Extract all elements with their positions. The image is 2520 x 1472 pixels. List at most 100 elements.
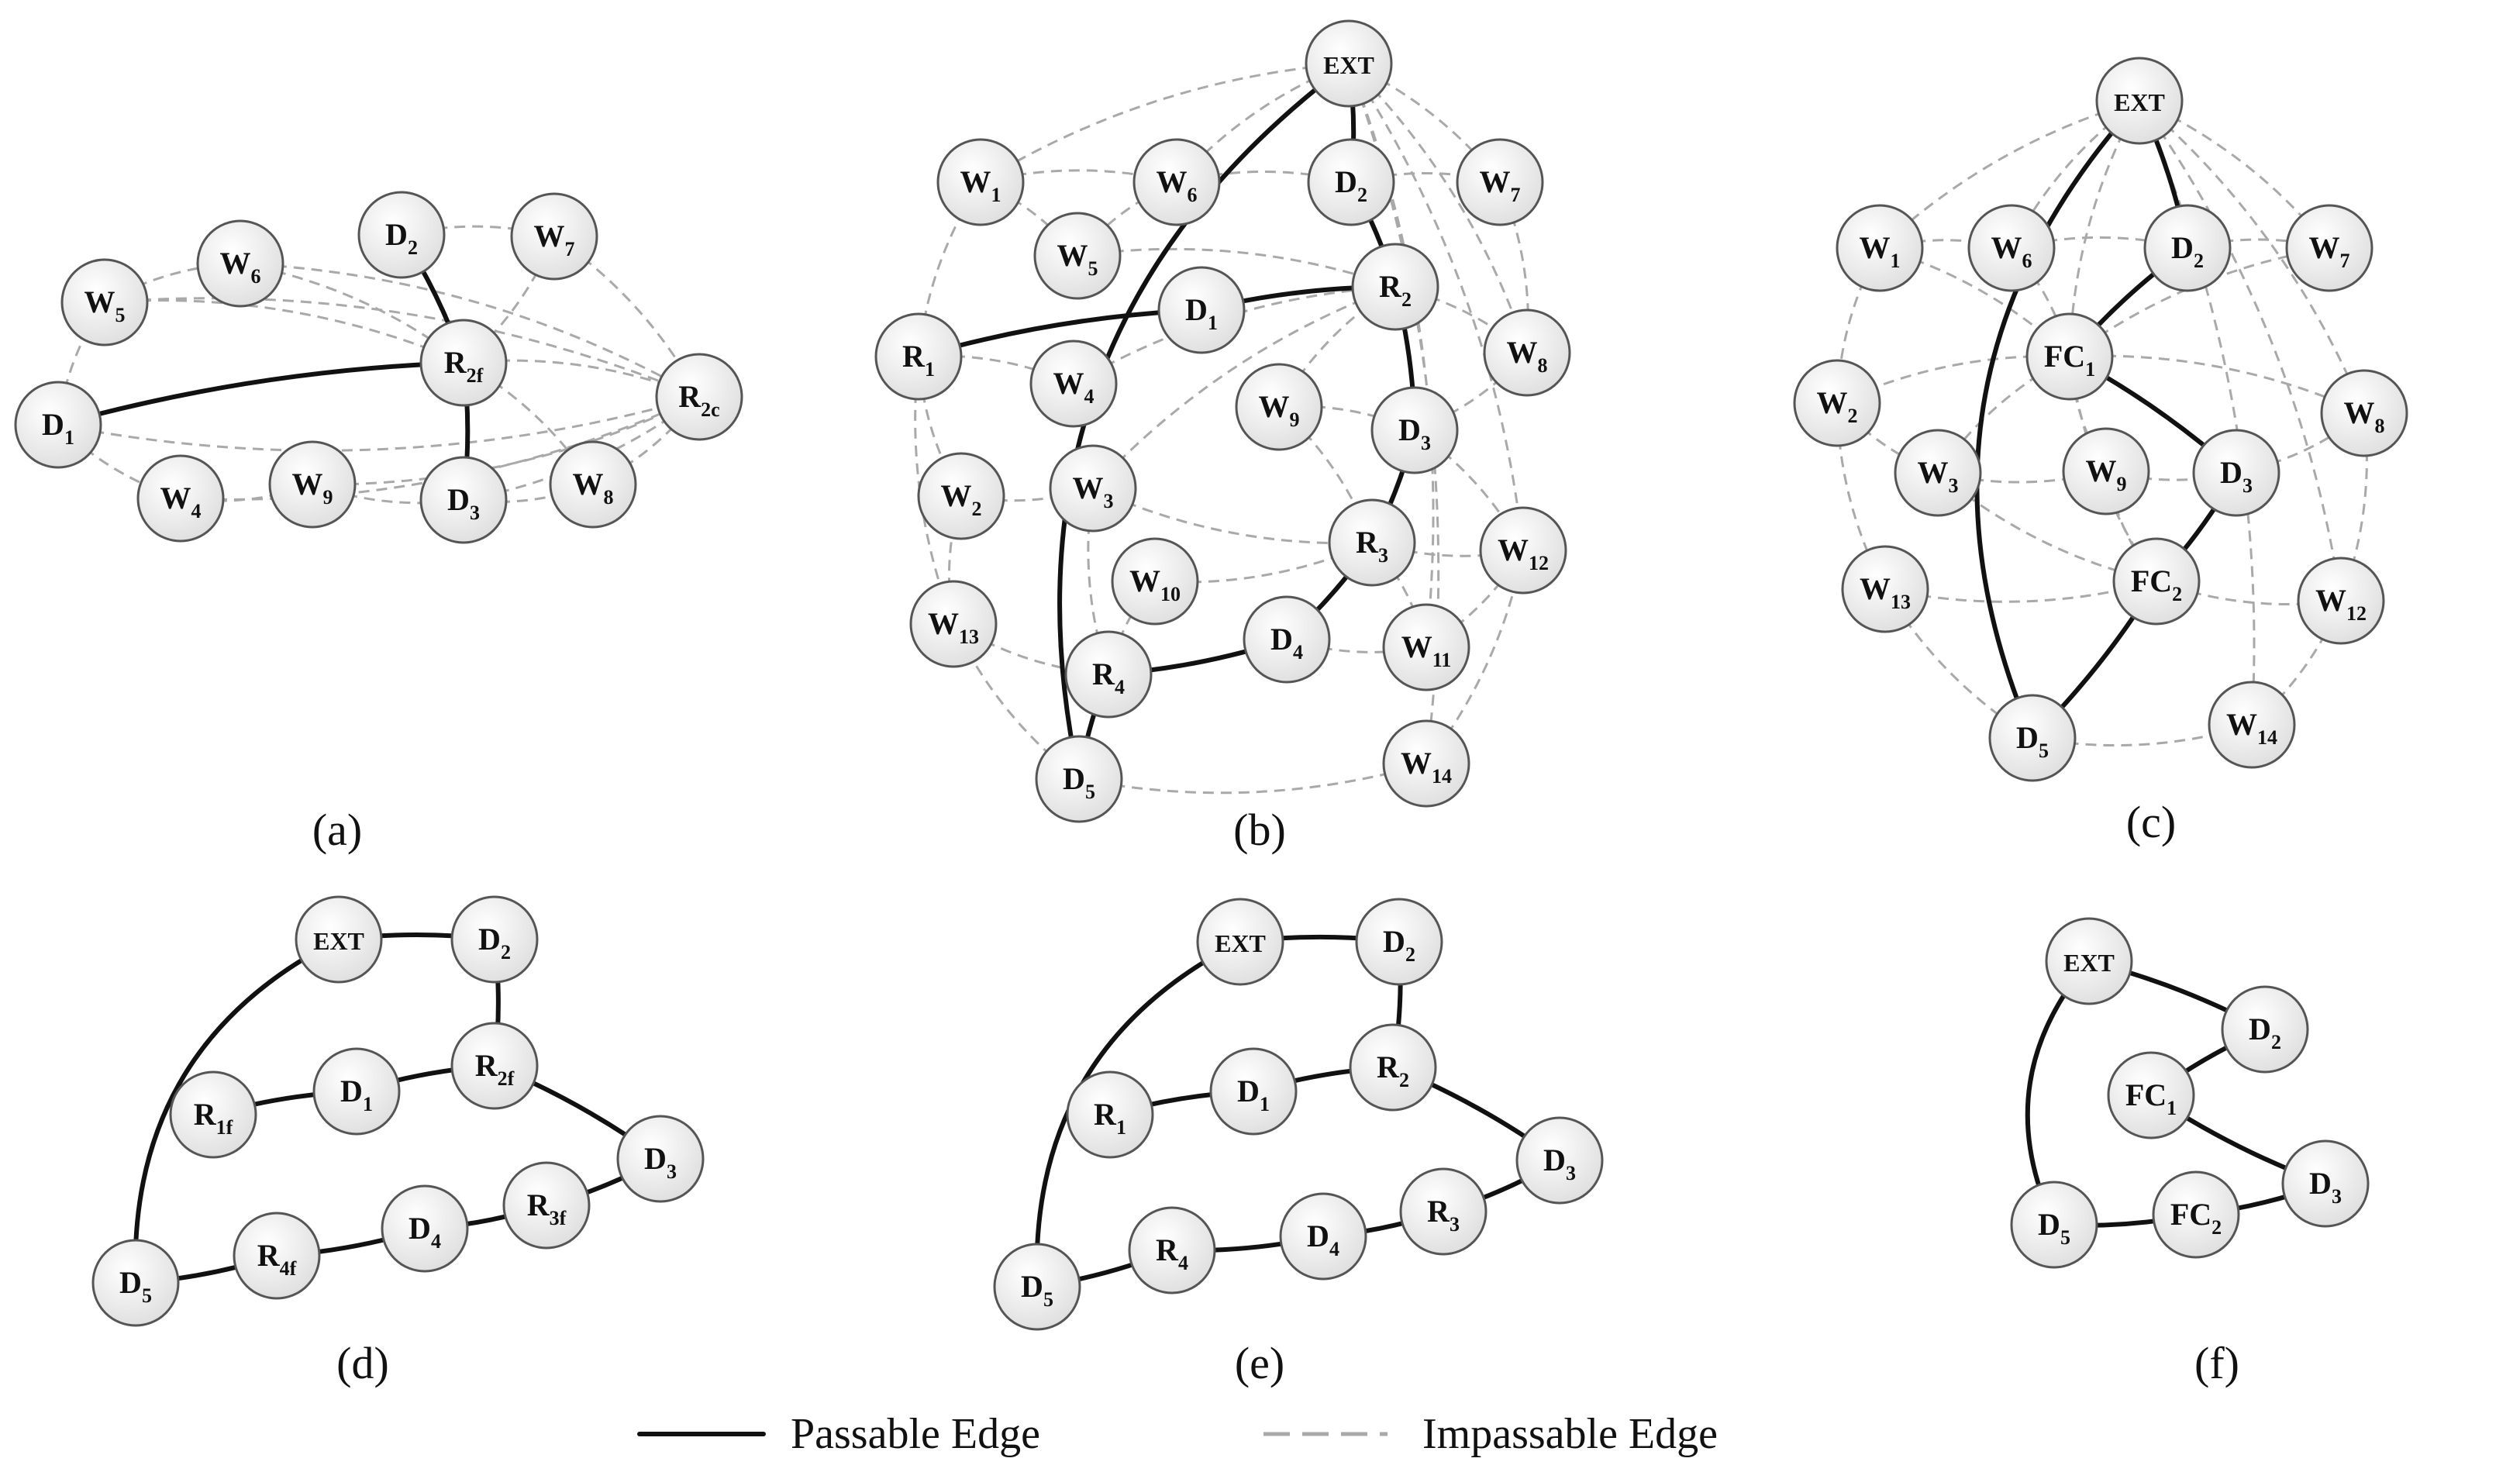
node-e-R4: R4 xyxy=(1128,1206,1216,1294)
node-label-main: W xyxy=(534,219,565,253)
passable-edge-d-EXT-D5 xyxy=(133,937,341,1285)
node-circle xyxy=(357,191,446,279)
node-label: W3 xyxy=(1918,455,1959,497)
node-label: W6 xyxy=(1991,230,2032,272)
node-e-D4: D4 xyxy=(1279,1192,1367,1281)
node-b-R2: R2 xyxy=(1351,243,1439,331)
node-label-main: W xyxy=(1498,533,1529,567)
node-label-main: W xyxy=(1401,746,1432,781)
impassable-edge-a-W6-R2c xyxy=(240,262,700,398)
node-label-main: W xyxy=(941,478,972,513)
node-b-W4: W4 xyxy=(1029,340,1118,428)
node-label: EXT xyxy=(2063,949,2115,977)
node-b-R3: R3 xyxy=(1328,498,1416,587)
caption-c: (c) xyxy=(2126,797,2176,847)
node-d-D4: D4 xyxy=(381,1184,469,1273)
node-b-W13: W13 xyxy=(909,580,998,668)
node-circle xyxy=(1370,386,1459,474)
node-label: R2c xyxy=(678,379,719,421)
node-label-sub: 9 xyxy=(1290,409,1300,431)
node-label-sub: 5 xyxy=(115,304,126,326)
node-label-sub: 2 xyxy=(1848,405,1858,427)
node-label: D5 xyxy=(2016,720,2049,762)
node-circle xyxy=(2208,681,2296,769)
node-label: D4 xyxy=(1307,1219,1339,1260)
node-label: D5 xyxy=(2038,1207,2070,1249)
node-label: W7 xyxy=(534,219,575,260)
node-label-main: D xyxy=(2220,455,2242,490)
node-label-main: W xyxy=(1157,164,1188,199)
impassable-edge-a-W9-R2c xyxy=(312,395,700,486)
node-label: D3 xyxy=(447,482,480,524)
node-label-sub: 1 xyxy=(1116,1116,1126,1139)
node-label-main: R xyxy=(1092,657,1115,691)
node-b-W3: W3 xyxy=(1049,444,1137,533)
node-circle xyxy=(616,1115,705,1203)
node-label-main: D xyxy=(1270,622,1293,657)
node-label: D2 xyxy=(2171,230,2204,272)
node-label: R3 xyxy=(1427,1194,1460,1236)
node-label-sub: 3 xyxy=(470,502,480,524)
node-label: FC1 xyxy=(2125,1077,2177,1119)
node-label: D2 xyxy=(478,922,511,964)
node-e-D1: D1 xyxy=(1209,1047,1298,1136)
node-label-main: D xyxy=(478,922,501,957)
node-label: D1 xyxy=(340,1074,373,1115)
node-label: D1 xyxy=(1237,1074,1270,1115)
node-circle xyxy=(312,1047,401,1136)
node-a-D1: D1 xyxy=(14,381,102,469)
node-label: D1 xyxy=(1185,292,1218,334)
node-label: D3 xyxy=(1543,1143,1576,1184)
node-b-W1: W1 xyxy=(936,138,1025,226)
node-d-EXT: EXT xyxy=(295,895,383,984)
node-label: D2 xyxy=(1383,924,1415,966)
impassable-edge-a-W5-R2c xyxy=(104,297,700,398)
node-label-sub: 3 xyxy=(2332,1185,2342,1208)
node-label-main: R xyxy=(678,379,702,414)
node-e-R3: R3 xyxy=(1399,1167,1488,1256)
node-label-sub: 2 xyxy=(2172,583,2182,605)
node-circle xyxy=(1894,429,1982,517)
node-label-sub: 5 xyxy=(1088,257,1098,280)
node-circle xyxy=(936,138,1025,226)
node-label-main: D xyxy=(1383,924,1405,959)
node-label: R1 xyxy=(1094,1097,1126,1139)
node-c-W8: W8 xyxy=(2320,369,2408,457)
node-circle xyxy=(2010,1181,2098,1269)
node-label-main: R xyxy=(1156,1232,1179,1267)
node-label-sub: 2 xyxy=(501,941,511,964)
node-c-W12: W12 xyxy=(2297,557,2385,645)
node-label: W14 xyxy=(1401,746,1452,788)
node-label: R2f xyxy=(444,345,484,387)
node-circle xyxy=(1328,498,1416,587)
node-label-main: W xyxy=(1129,564,1160,598)
node-a-R2c: R2c xyxy=(655,353,743,441)
node-circle xyxy=(2285,204,2373,292)
node-label-sub: 2 xyxy=(1399,1069,1409,1091)
panel-c-edges xyxy=(1836,98,2368,747)
node-circle xyxy=(2062,427,2150,515)
legend-passable-label: Passable Edge xyxy=(791,1410,1040,1458)
node-label-sub: 3 xyxy=(1450,1213,1460,1236)
node-label-main: D xyxy=(1307,1219,1329,1253)
node-label-main: R xyxy=(1356,525,1379,560)
node-circle xyxy=(1235,363,1323,451)
node-label: R2 xyxy=(1377,1050,1409,1091)
node-circle xyxy=(2297,557,2385,645)
node-label-sub: 12 xyxy=(2346,602,2367,625)
node-circle xyxy=(1111,537,1199,626)
node-label-sub: 1 xyxy=(1208,312,1218,334)
node-f-D3: D3 xyxy=(2281,1139,2370,1228)
node-label-main: D xyxy=(1021,1269,1043,1304)
node-label-sub: 14 xyxy=(2257,726,2277,749)
node-circle xyxy=(60,258,149,346)
node-label-sub: 2f xyxy=(467,364,484,387)
node-b-W10: W10 xyxy=(1111,537,1199,626)
impassable-edge-b-EXT-W11 xyxy=(1347,63,1435,648)
node-a-R2f: R2f xyxy=(419,319,508,407)
